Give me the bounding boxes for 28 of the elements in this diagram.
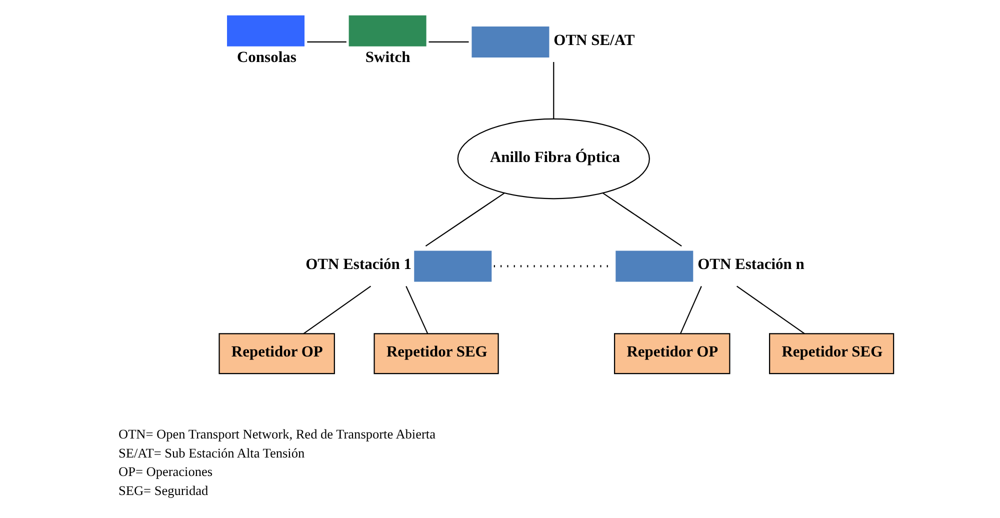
node-box: Repetidor SEG: [768, 333, 894, 374]
node-box: [471, 26, 549, 58]
connector: [302, 286, 371, 334]
connector: [552, 62, 554, 119]
node-label: OTN Estación n: [697, 256, 804, 274]
node-box: [226, 15, 304, 46]
label: SEG= Seguridad: [118, 482, 208, 498]
connector: [679, 286, 702, 334]
connector: [736, 286, 804, 334]
node-box: Repetidor OP: [614, 333, 730, 374]
label: OP= Operaciones: [118, 464, 212, 480]
node-label: Consolas: [236, 49, 296, 66]
connector: [405, 286, 428, 334]
node-ellipse: Anillo Fibra Óptica: [456, 118, 650, 200]
node-label: OTN Estación 1: [305, 256, 412, 274]
node-label: Switch: [364, 49, 410, 66]
node-box: Repetidor SEG: [373, 333, 498, 374]
connector: [424, 192, 504, 247]
node-box: Repetidor OP: [218, 333, 334, 374]
node-box: [615, 250, 693, 282]
node-box: [414, 250, 492, 282]
node-label: OTN SE/AT: [553, 32, 634, 49]
connector: [602, 192, 682, 247]
label: OTN= Open Transport Network, Red de Transporte Abierta: [118, 426, 435, 442]
label: SE/AT= Sub Estación Alta Tensión: [118, 445, 304, 460]
node-box: [348, 15, 426, 46]
connector: [428, 41, 468, 43]
connector: [306, 41, 346, 43]
